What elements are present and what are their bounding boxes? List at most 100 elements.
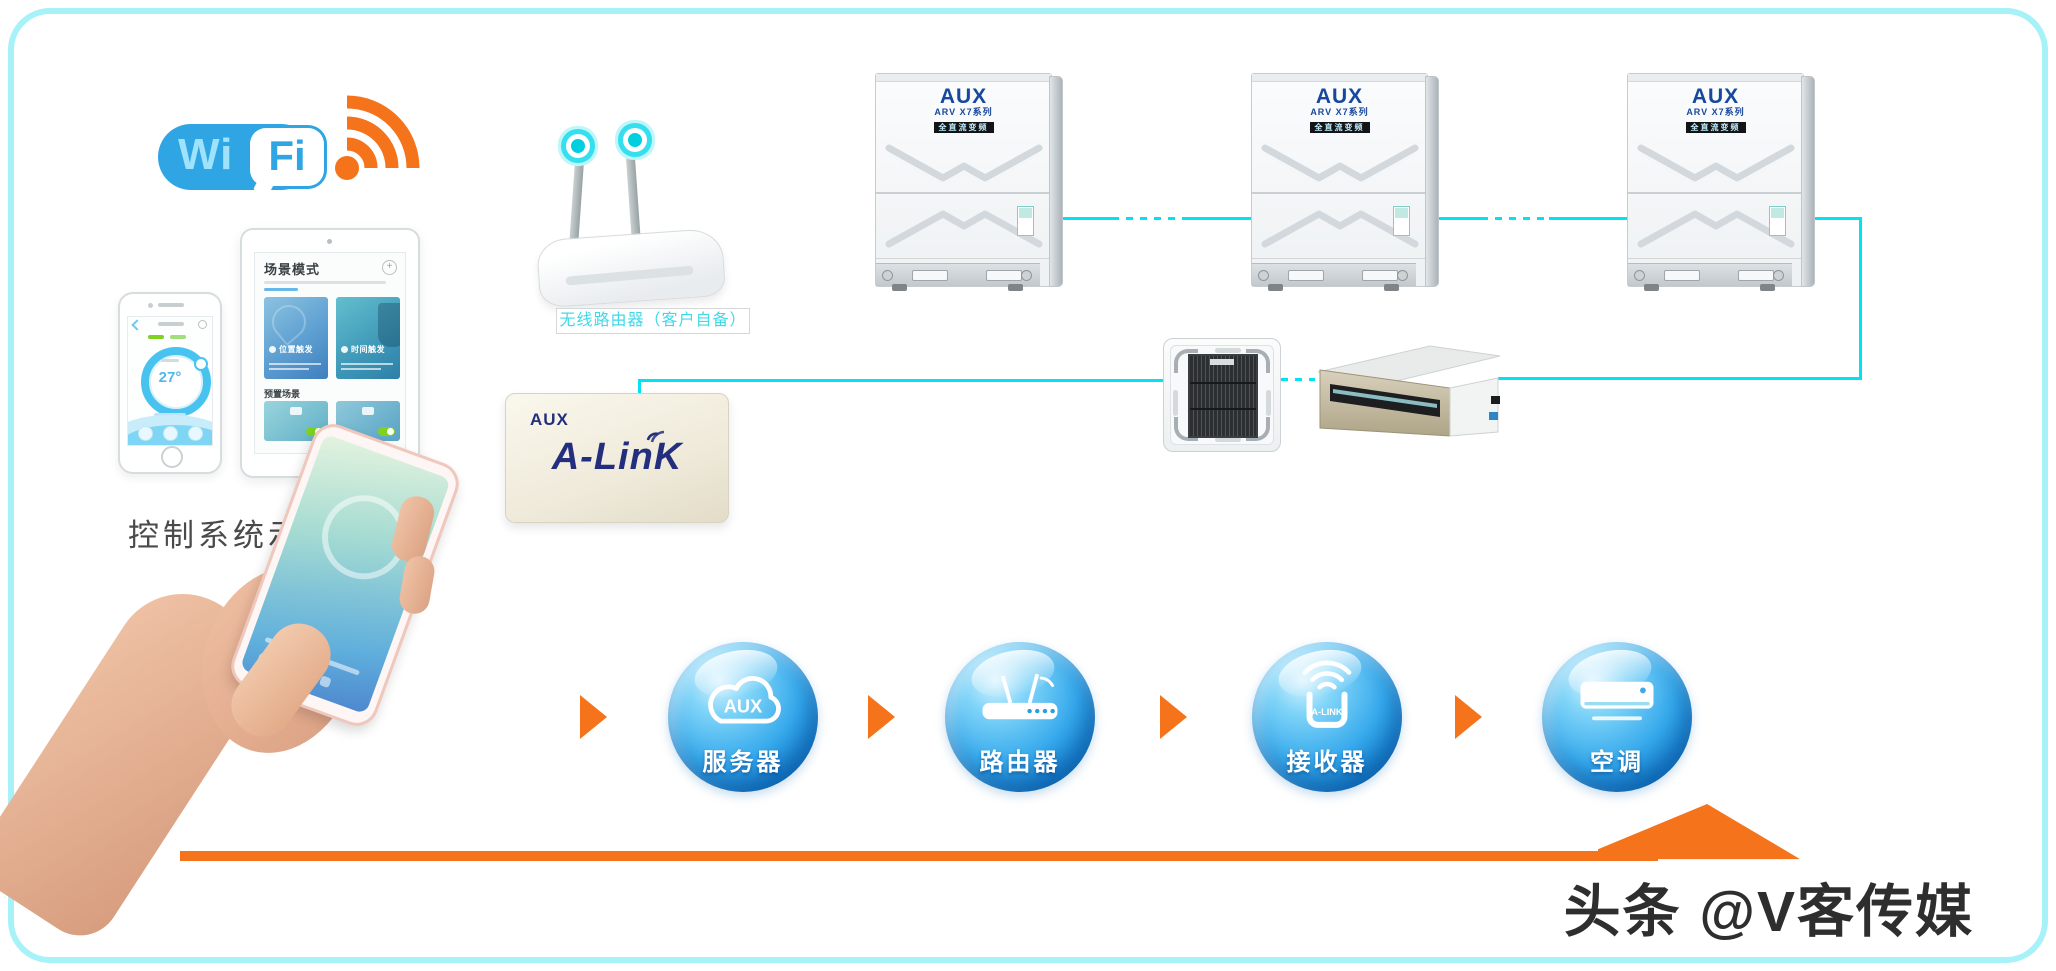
- energy-label-sticker: [1769, 206, 1786, 236]
- unit-logo-block: AUX ARV X7系列 全直流变频: [1628, 86, 1803, 135]
- unit-side-panel: [1049, 76, 1063, 287]
- outdoor-unit-1: AUX ARV X7系列 全直流变频: [875, 73, 1063, 291]
- base-slot: [986, 270, 1022, 281]
- card-caption-line: [269, 362, 321, 365]
- unit-lower-panel: [1628, 194, 1803, 259]
- corner-vent: [1174, 417, 1198, 441]
- cassette-indoor-unit: [1163, 338, 1281, 452]
- router-label: 无线路由器（客户自备）: [556, 308, 750, 334]
- aux-brand-text: AUX: [939, 85, 988, 108]
- alink-logo-text: A-LinK: [551, 436, 683, 478]
- unit-logo-block: AUX ARV X7系列 全直流变频: [1252, 85, 1427, 135]
- unit-side-panel: [1425, 76, 1439, 287]
- unit-upper-panel: AUX ARV X7系列 全直流变频: [876, 82, 1051, 194]
- edge-vent: [1215, 348, 1241, 353]
- unit-lower-panel: [1252, 194, 1427, 259]
- add-scene-button: +: [382, 260, 397, 275]
- temperature-caption-bar: [161, 359, 179, 362]
- aux-brand-text: AUX: [1315, 85, 1364, 108]
- edge-vent: [1173, 390, 1178, 416]
- alink-aux-brand: AUX: [530, 410, 569, 429]
- link-bar: [264, 288, 298, 291]
- phone-home-button: [161, 446, 183, 468]
- tablet-camera-dot: [327, 239, 332, 244]
- scene-card-location-label: 位置触发: [279, 345, 313, 354]
- bus-line-dotted: [1481, 217, 1549, 220]
- edge-vent: [1215, 437, 1241, 442]
- base-screw: [1397, 270, 1408, 281]
- base-screw: [1258, 270, 1269, 281]
- wifi-logo: Wi Fi: [158, 124, 324, 197]
- panel-groove: [1261, 144, 1419, 186]
- temperature-value: 27°: [158, 369, 182, 386]
- cloud-server-icon: AUX: [668, 656, 818, 746]
- bus-line: [1188, 217, 1251, 220]
- card-caption-line: [341, 362, 393, 365]
- svg-text:A-LINK: A-LINK: [1311, 707, 1342, 717]
- unit-lower-panel: [876, 194, 1051, 259]
- base-screw: [1021, 270, 1032, 281]
- unit-shell: AUX ARV X7系列 全直流变频: [1627, 73, 1804, 291]
- unit-upper-panel: AUX ARV X7系列 全直流变频: [1628, 82, 1803, 194]
- inverter-badge: 全直流变频: [1309, 122, 1370, 133]
- base-screw: [882, 270, 893, 281]
- energy-label-sticker: [1393, 206, 1410, 236]
- settings-icon: [198, 320, 207, 329]
- bus-line: [1439, 217, 1481, 220]
- alink-gateway-device: AUX A-LinK: [505, 393, 729, 523]
- unit-foot: [1384, 284, 1399, 291]
- tile-icon: [362, 407, 374, 415]
- base-screw: [1634, 270, 1645, 281]
- scene-card-time-label: 时间触发: [351, 345, 385, 354]
- back-chevron-icon: [131, 319, 143, 331]
- card-caption-line: [341, 367, 381, 370]
- unit-foot: [1008, 284, 1023, 291]
- flow-arrow-bar: [180, 851, 1658, 861]
- series-text: ARV X7系列: [1310, 107, 1369, 117]
- phone-app-screen: 27°: [127, 316, 213, 446]
- series-text: ARV X7系列: [1686, 107, 1745, 117]
- bus-line-riser: [638, 379, 641, 397]
- bus-line: [1063, 217, 1112, 220]
- wireless-router-device: [535, 227, 727, 309]
- tile-icon: [290, 407, 302, 415]
- unit-logo-block: AUX ARV X7系列 全直流变频: [876, 85, 1051, 135]
- water-drop-decor: [265, 298, 313, 346]
- flow-step-label: 路由器: [979, 749, 1061, 776]
- corner-vent: [1246, 417, 1270, 441]
- flow-arrow: [580, 695, 607, 739]
- outdoor-unit-3: AUX ARV X7系列 全直流变频: [1627, 73, 1815, 291]
- bus-line-dotted: [1112, 217, 1188, 220]
- flow-step-label: 服务器: [702, 749, 784, 776]
- wifi-logo-fi-text: Fi: [268, 132, 306, 179]
- unit-top-cap: [1628, 74, 1803, 82]
- base-slot: [1362, 270, 1398, 281]
- inverter-badge: 全直流变频: [933, 122, 994, 133]
- unit-foot: [1644, 284, 1659, 291]
- panel-groove: [1637, 210, 1795, 248]
- card-icon-dot: [269, 346, 276, 353]
- base-screw: [1773, 270, 1784, 281]
- flow-step-ac: 空调: [1542, 642, 1692, 792]
- scene-card-time: 时间触发: [336, 297, 400, 379]
- card-caption-line: [269, 367, 309, 370]
- phone-app-title-bar: [158, 322, 184, 326]
- wireless-router-icon: [945, 656, 1095, 746]
- flow-arrow: [868, 695, 895, 739]
- phone-camera-dot: [148, 303, 153, 308]
- smartphone-mockup: 27°: [118, 292, 222, 474]
- bus-line: [1549, 217, 1627, 220]
- watermark-text: 头条 @V客传媒: [1563, 880, 1974, 944]
- bus-line: [1815, 217, 1862, 220]
- base-slot: [1664, 270, 1700, 281]
- dial-knob: [194, 357, 208, 371]
- panel-groove: [1637, 144, 1795, 186]
- bus-line-dotted: [1281, 378, 1315, 381]
- cassette-grille: [1188, 354, 1258, 438]
- scene-card-location: 位置触发: [264, 297, 328, 379]
- tablet-mockup: 场景模式 + 位置触发 时间触发 预置场景: [240, 228, 420, 478]
- energy-label-sticker: [1017, 206, 1034, 236]
- air-conditioner-icon: [1542, 656, 1692, 746]
- alink-signal-arcs-icon: [646, 430, 665, 443]
- flow-arrow: [1455, 695, 1482, 739]
